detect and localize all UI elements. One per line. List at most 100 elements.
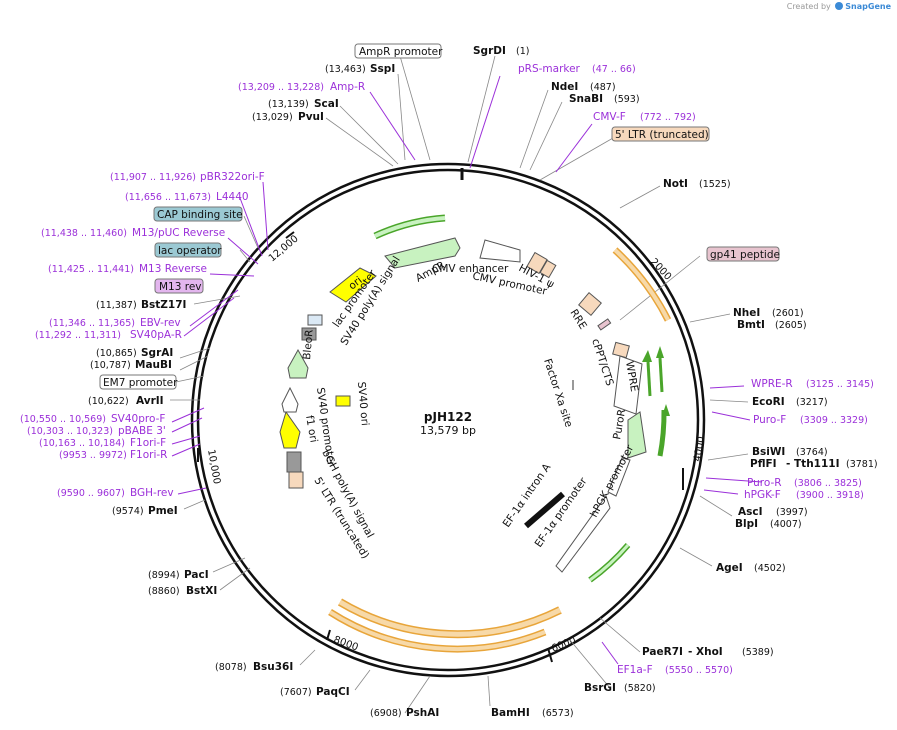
svg-text:(1525): (1525) (699, 179, 731, 190)
svg-text:(5550 .. 5570): (5550 .. 5570) (665, 665, 733, 676)
svg-text:(11,438 .. 11,460): (11,438 .. 11,460) (41, 228, 127, 239)
primer-wpre-r: WPRE-R (751, 378, 793, 390)
box-lac-operator (154, 242, 222, 258)
enzyme-nhei: NheI (733, 307, 760, 319)
feature-label-cmv-enhancer: CMV enhancer (432, 263, 509, 275)
sv40-ori-feature (335, 395, 351, 407)
svg-text:(6908): (6908) (370, 708, 402, 719)
enzyme-avrii: AvrII (136, 395, 164, 407)
lac-promoter-feature (307, 314, 323, 326)
svg-text:(13,463): (13,463) (325, 64, 366, 75)
ltr-feature-box (526, 251, 548, 275)
primer-ebv-rev: EBV-rev (140, 317, 181, 329)
svg-text:(487): (487) (590, 82, 616, 93)
cmv-enhancer-feature (479, 239, 521, 263)
plasmid-size: 13,579 bp (420, 424, 476, 437)
primer-f1ori-r: F1ori-R (130, 449, 167, 461)
primer-leaders (171, 75, 763, 665)
enzyme-bstxi: BstXI (186, 585, 217, 597)
enzyme-pshai: PshAI (406, 707, 439, 719)
box-gp41 (706, 246, 780, 262)
svg-text:(2605): (2605) (775, 320, 807, 331)
hpgk-feature (607, 457, 631, 497)
backbone-outer-ring (190, 162, 706, 678)
feature-label-puror: PuroR (611, 408, 628, 440)
svg-text:(10,163 .. 10,184): (10,163 .. 10,184) (39, 438, 125, 449)
box-5ltr-truncated (611, 126, 710, 142)
svg-text:(8994): (8994) (148, 570, 180, 581)
svg-text:(11,387): (11,387) (96, 300, 137, 311)
enzyme-maubi: MauBI (135, 359, 172, 371)
svg-text:(3900 .. 3918): (3900 .. 3918) (796, 490, 864, 501)
scale-tick-6000: 6000 (550, 635, 578, 655)
svg-text:(13,139): (13,139) (268, 99, 309, 110)
svg-text:(47 .. 66): (47 .. 66) (592, 64, 636, 75)
rre-feature-box (578, 292, 602, 316)
sv40-promoter-feature (281, 386, 299, 413)
label-cap: CAP binding site (157, 209, 243, 221)
enzyme-ndei: NdeI (551, 81, 578, 93)
puror-feature-arrow (627, 411, 647, 459)
svg-text:(10,865): (10,865) (96, 348, 137, 359)
enzyme-pmei: PmeI (148, 505, 178, 517)
scale-tick-12000: 12,000 (267, 233, 301, 264)
enzyme-noti: NotI (663, 178, 688, 190)
wpre-feature (613, 355, 643, 415)
feature-label-hpgk: hPGK promoter (588, 442, 637, 519)
enzyme-bstz17i: BstZ17I (141, 299, 186, 311)
bgh-polya-feature (286, 451, 302, 473)
primer-puro-f: Puro-F (753, 414, 786, 426)
enzyme-snabi: SnaBI (569, 93, 603, 105)
orf-arc-ampr-fill (374, 216, 446, 238)
enzyme-pvui: PvuI (298, 111, 324, 123)
scale-tick-4000: 4000 (692, 436, 707, 463)
feature-label-wpre: WPRE (623, 360, 640, 392)
svg-text:(8078): (8078) (215, 662, 247, 673)
box-cap (153, 206, 243, 222)
svg-text:(9590 .. 9607): (9590 .. 9607) (57, 488, 125, 499)
primer-puro-r: Puro-R (747, 477, 782, 489)
label-m13rev: M13 rev (159, 281, 202, 293)
primer-m13-reverse: M13 Reverse (139, 263, 207, 275)
svg-text:(11,907 .. 11,926): (11,907 .. 11,926) (110, 172, 196, 183)
box-em7 (99, 374, 177, 390)
svg-text:(593): (593) (614, 94, 640, 105)
enzyme-paer7i: PaeR7I (642, 646, 683, 658)
orf-arc-gp41-fill (613, 248, 670, 321)
leader-lines (170, 55, 749, 714)
svg-text:(3217): (3217) (796, 397, 828, 408)
svg-text:(11,292 .. 11,311): (11,292 .. 11,311) (35, 330, 121, 341)
ef1a-promoter-feature (555, 494, 611, 573)
enzyme-bsu36i: Bsu36I (253, 661, 293, 673)
enzyme-blpi: BlpI (735, 518, 758, 530)
primer-l4440: L4440 (216, 191, 249, 203)
svg-text:(8860): (8860) (148, 586, 180, 597)
feature-label-factor-xa: Factor Xa site (541, 357, 574, 429)
enzyme-ecori: EcoRI (752, 396, 785, 408)
label-5ltr-truncated: 5' LTR (truncated) (615, 129, 709, 141)
sv40-polya-feature (301, 327, 317, 341)
enzyme-bsiwi: BsiWI (752, 446, 785, 458)
svg-text:(11,346 .. 11,365): (11,346 .. 11,365) (49, 318, 135, 329)
svg-text:(10,550 .. 10,569): (10,550 .. 10,569) (20, 414, 106, 425)
enzyme-bsrgi: BsrGI (584, 682, 616, 694)
enzyme-pflfi: PflFI (750, 458, 777, 470)
primer-f1ori-f: F1ori-F (130, 437, 166, 449)
svg-text:(9953 .. 9972): (9953 .. 9972) (59, 450, 127, 461)
svg-text:(1): (1) (516, 46, 529, 57)
svg-text:(4007): (4007) (770, 519, 802, 530)
svg-text:(13,209 .. 13,228): (13,209 .. 13,228) (238, 82, 324, 93)
ef1a-intron-feature (524, 491, 565, 529)
svg-text:(5820): (5820) (624, 683, 656, 694)
svg-text:(9574): (9574) (112, 506, 144, 517)
svg-text:(13,029): (13,029) (252, 112, 293, 123)
snapgene-logo-icon (835, 2, 844, 10)
enzyme-bamhi: BamHI (491, 707, 530, 719)
small-orf-arrows (642, 346, 670, 416)
svg-text:(3125 .. 3145): (3125 .. 3145) (806, 379, 874, 390)
enzyme-sspi: SspI (370, 63, 395, 75)
feature-label-cppt: cPPT/CTS (589, 337, 616, 387)
primer-pbabe3: pBABE 3' (118, 425, 166, 437)
enzyme-tth111i: - Tth111I (786, 458, 840, 470)
